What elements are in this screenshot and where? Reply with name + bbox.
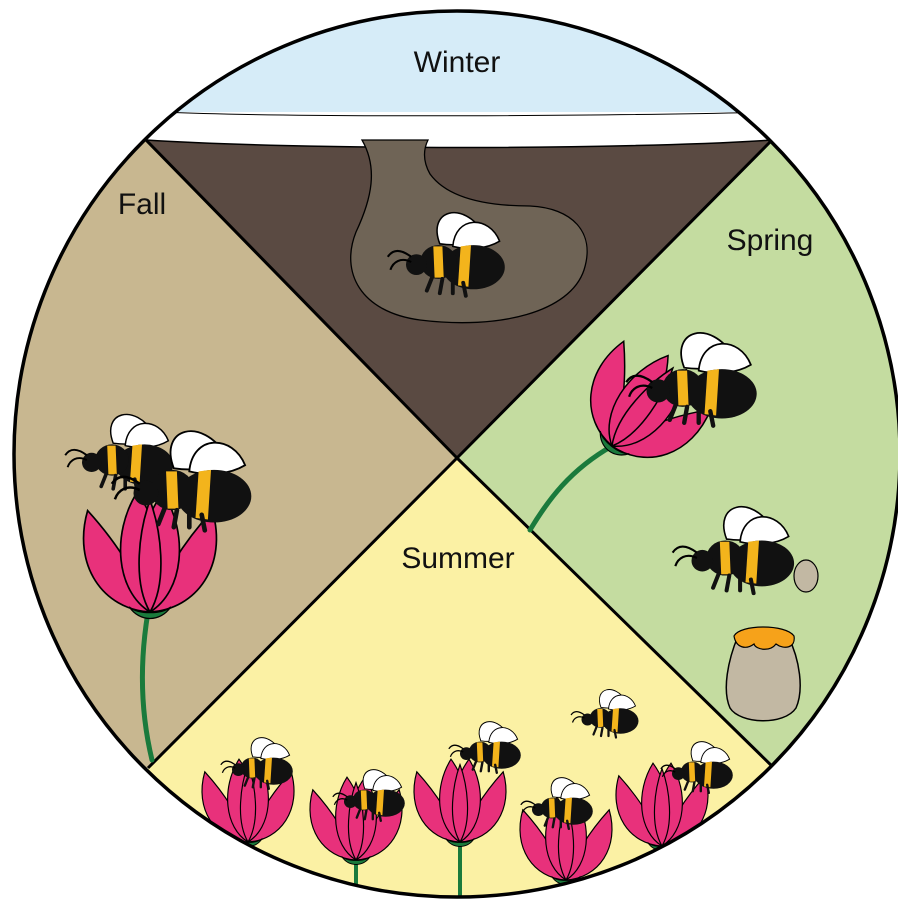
egg-cell (794, 560, 818, 592)
honey (734, 627, 794, 649)
label-winter: Winter (414, 46, 501, 79)
label-fall: Fall (118, 188, 166, 221)
label-spring: Spring (727, 224, 814, 257)
label-summer: Summer (401, 542, 514, 575)
